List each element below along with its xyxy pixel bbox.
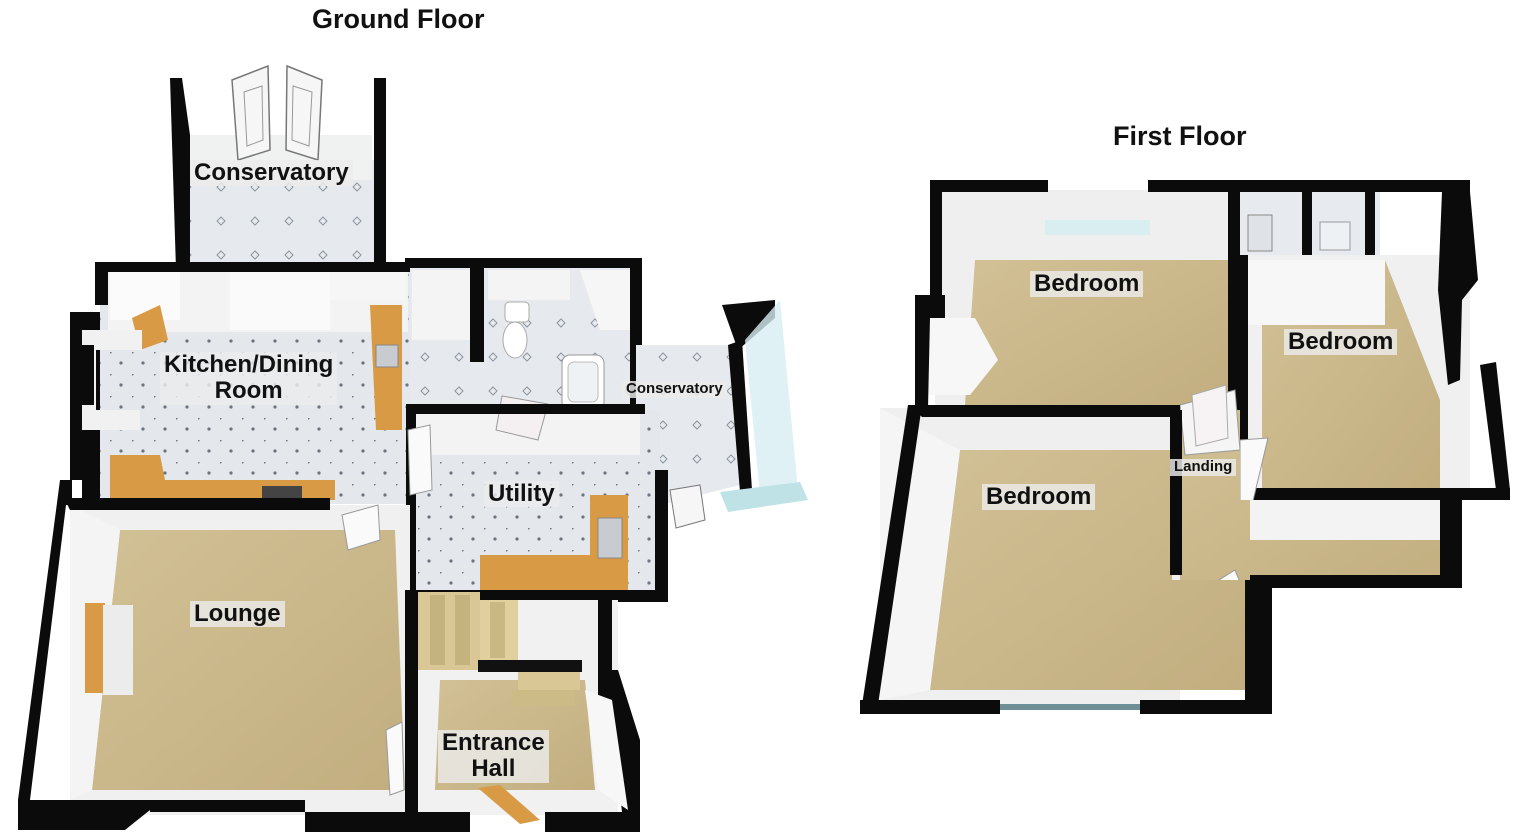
room-label-entrance-hall: Entrance Hall bbox=[438, 729, 549, 783]
room-label-kitchen-line1: Kitchen/Dining bbox=[164, 351, 334, 378]
first-floor-ensuite bbox=[1240, 180, 1470, 258]
ground-floor-title: Ground Floor bbox=[312, 4, 485, 34]
first-floor-bedroom-rear bbox=[915, 180, 1240, 415]
ground-floor-plan bbox=[18, 64, 808, 832]
lounge-room bbox=[18, 480, 420, 832]
room-label-kitchen-line2: Room bbox=[214, 377, 283, 405]
first-floor-bedroom-side bbox=[1238, 192, 1510, 506]
room-label-bedroom-2: Bedroom bbox=[1284, 328, 1398, 356]
room-label-entrance-line2: Hall bbox=[471, 755, 516, 783]
first-floor-title: First Floor bbox=[1113, 121, 1247, 151]
room-label-bedroom-3: Bedroom bbox=[982, 483, 1096, 511]
french-doors bbox=[231, 64, 323, 162]
room-label-conservatory-side: Conservatory bbox=[622, 380, 727, 398]
staircase bbox=[418, 592, 582, 706]
utility-room bbox=[406, 395, 668, 602]
room-label-conservatory-rear: Conservatory bbox=[190, 159, 353, 187]
room-label-utility: Utility bbox=[484, 480, 559, 508]
ground-bathroom bbox=[405, 258, 642, 412]
room-label-entrance-line1: Entrance bbox=[442, 729, 545, 756]
room-label-kitchen-dining: Kitchen/Dining Room bbox=[160, 351, 338, 405]
first-floor-plan bbox=[860, 180, 1510, 714]
first-floor-landing bbox=[1179, 384, 1462, 609]
room-label-landing: Landing bbox=[1170, 458, 1237, 476]
room-label-lounge: Lounge bbox=[190, 600, 285, 628]
room-label-bedroom-1: Bedroom bbox=[1030, 270, 1144, 298]
entrance-hall bbox=[418, 592, 640, 832]
